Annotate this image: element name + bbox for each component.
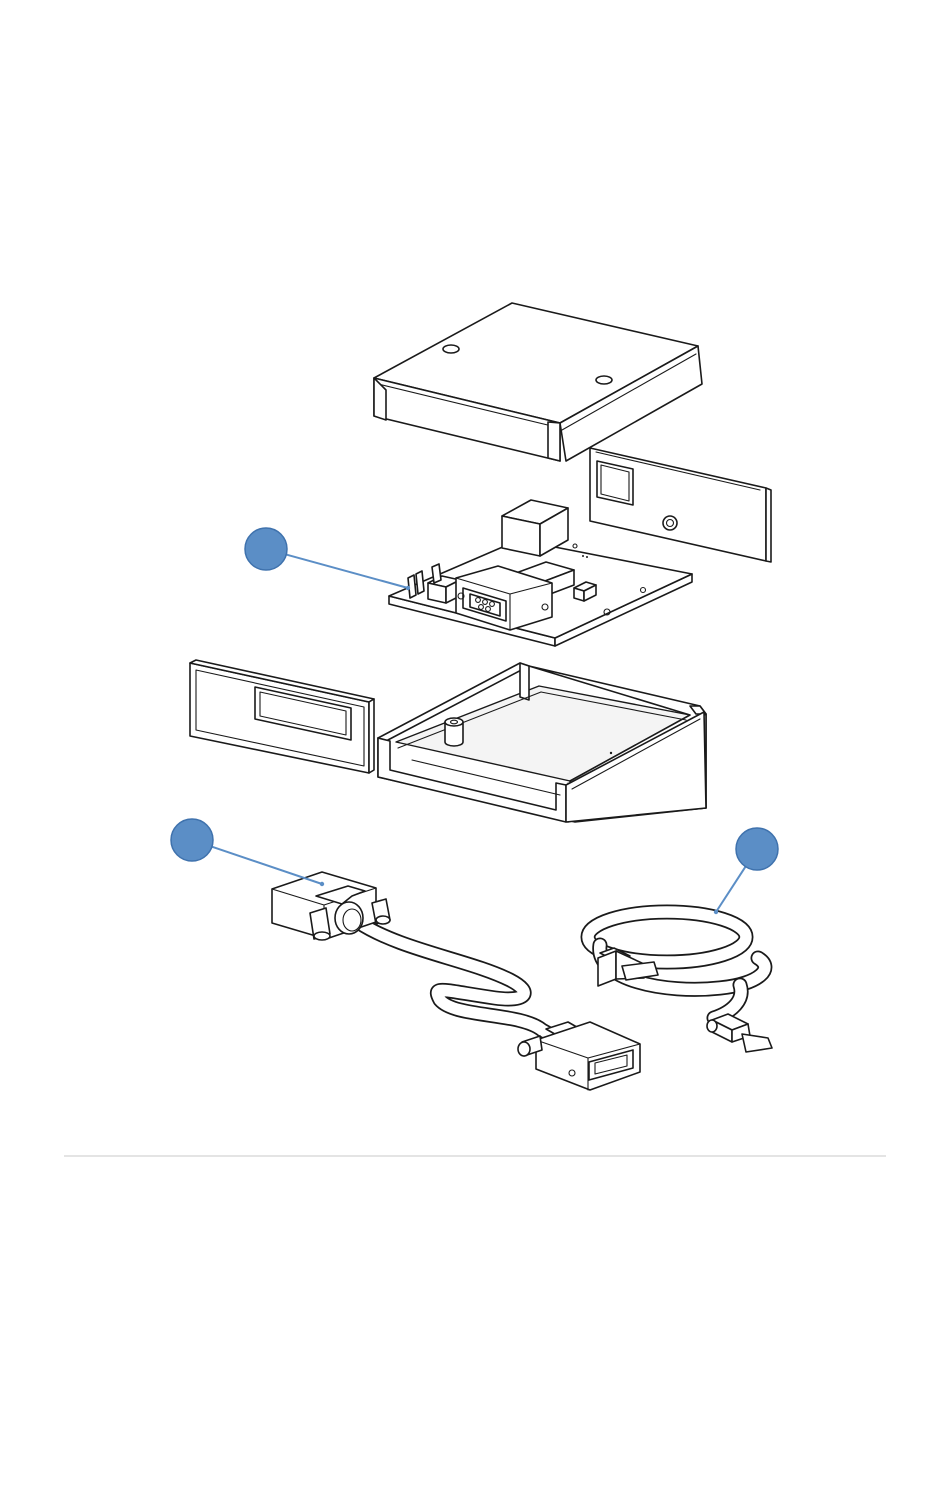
callout-usb-cable-leader-dot [714,910,718,914]
usb-plug-lower [707,1014,772,1052]
callout-serial-cable-bubble [171,819,213,861]
callout-pcb-leader-dot [406,586,410,590]
callout-usb-cable-leader-line [716,867,746,912]
serial-cable [272,872,640,1090]
callout-usb-cable-bubble [736,828,778,870]
enclosure-end-panel-left [190,660,374,773]
callout-usb-cable [714,828,778,914]
usb-cable [588,912,772,1052]
callout-serial-cable [171,819,324,886]
callout-serial-cable-leader-line [212,847,322,884]
callout-pcb-bubble [245,528,287,570]
enclosure-bottom-base [378,663,706,822]
callout-pcb [245,528,410,590]
enclosure-end-panel-right [590,448,771,562]
callout-serial-cable-leader-dot [320,882,324,886]
callout-pcb-leader-line [286,555,408,588]
enclosure-top-lid [374,303,702,461]
